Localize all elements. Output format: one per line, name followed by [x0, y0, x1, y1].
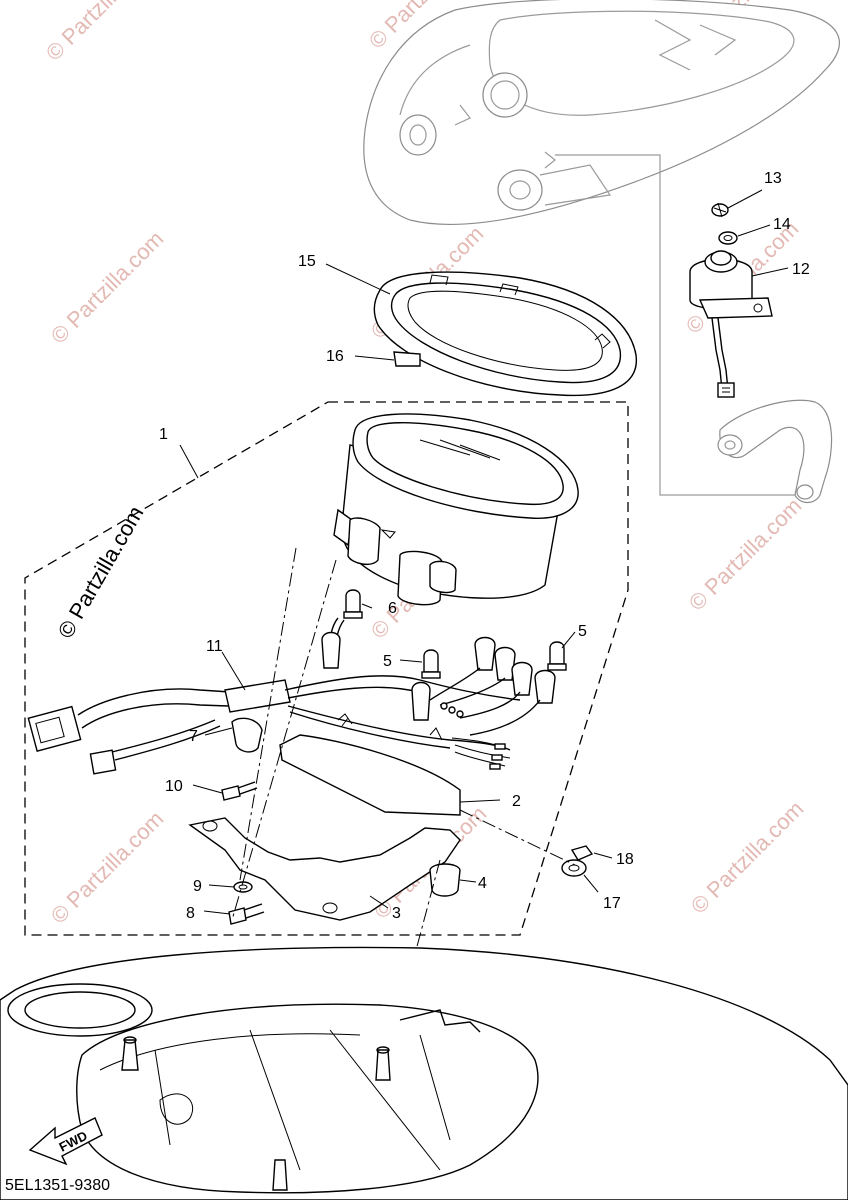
- assembly-outline: [24, 401, 629, 936]
- part-label: 14: [773, 216, 791, 233]
- screws: [221, 781, 265, 925]
- watermark: © Partzilla.com: [46, 226, 169, 349]
- watermark: © Partzilla.com: [46, 806, 169, 929]
- part-label: 4: [478, 875, 487, 892]
- part-3-bracket: [188, 817, 461, 921]
- part-labels: 1 2 3 4 5 5 6 7 8 9 10 11 12 13 14 15 16…: [159, 170, 810, 922]
- part-label: 11: [206, 638, 223, 655]
- diagram-code: 5EL1351-9380: [5, 1177, 110, 1194]
- part-17-washer: [561, 859, 587, 877]
- part-18-nut: [570, 845, 594, 861]
- part-label: 2: [512, 793, 521, 810]
- part-label: 15: [298, 253, 316, 270]
- part-2-plate: [279, 734, 461, 816]
- part-label: 8: [186, 905, 195, 922]
- bulbs: [343, 589, 567, 679]
- part-label: 1: [159, 426, 168, 443]
- bezel-ring: [373, 271, 637, 397]
- part-16-grommet: [393, 351, 421, 367]
- upper-cover: [363, 0, 841, 496]
- indicator-switch: [689, 202, 773, 398]
- part-label: 9: [193, 878, 202, 895]
- watermark: © Partzilla.com: [686, 796, 809, 919]
- watermark-dark: © Partzilla.com: [53, 502, 149, 643]
- leader-lines: [179, 189, 789, 915]
- upper-bracket: [717, 399, 833, 504]
- watermark: © Partzilla.com: [41, 0, 164, 66]
- part-label: 16: [326, 348, 344, 365]
- part-label: 10: [165, 778, 183, 795]
- part-7-clamp: [231, 717, 263, 753]
- meter-housing: [333, 413, 579, 606]
- part-label: 3: [392, 905, 401, 922]
- part-label: 5: [383, 653, 392, 670]
- part-label: 7: [189, 728, 198, 745]
- part-label: 6: [388, 600, 397, 617]
- part-label: 13: [764, 170, 782, 187]
- part-label: 5: [578, 623, 587, 640]
- part-label: 17: [603, 895, 621, 912]
- wire-harness: [27, 617, 556, 775]
- part-label: 12: [792, 261, 810, 278]
- fuel-tank: [0, 946, 848, 1200]
- part-label: 18: [616, 851, 634, 868]
- watermark: © Partzilla.com: [684, 493, 807, 616]
